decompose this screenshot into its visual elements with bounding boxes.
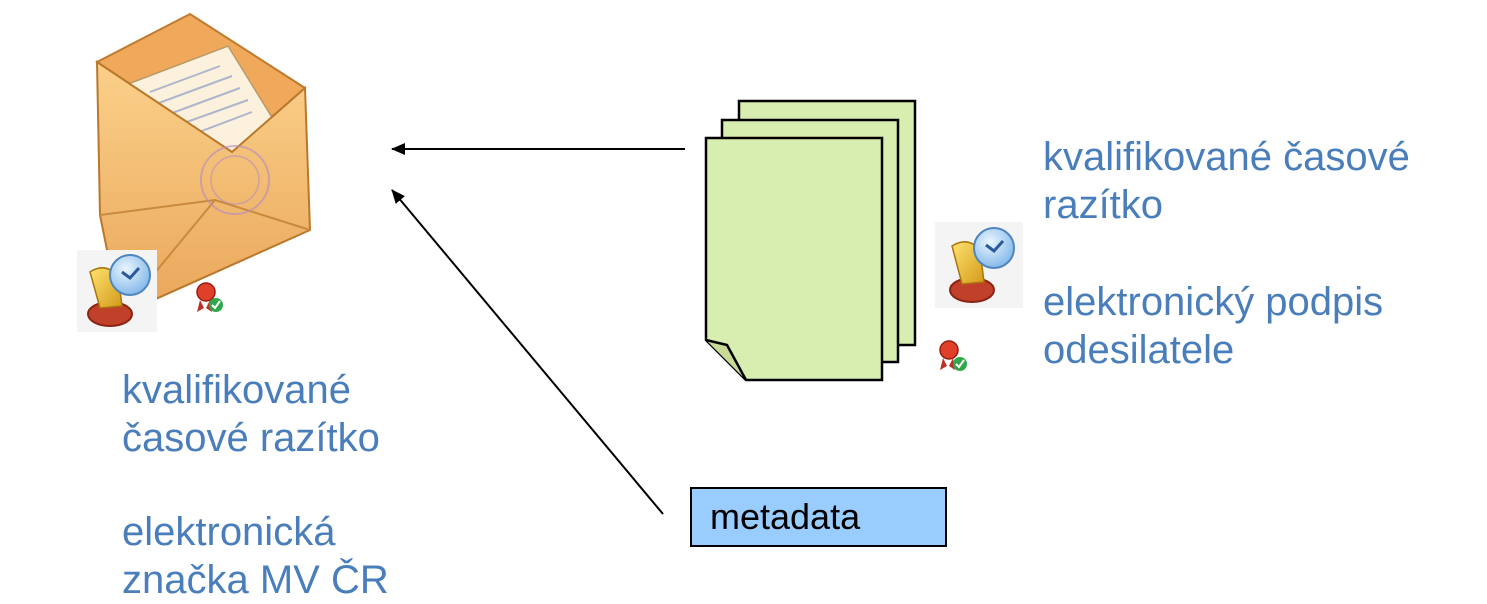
left-timestamp-line-2: časové razítko xyxy=(122,416,380,460)
left-mark-line-1: elektronická xyxy=(122,510,336,554)
right-signature-label: elektronický podpis odesilatele xyxy=(1043,278,1383,374)
left-electronic-mark-label: elektronická značka MV ČR xyxy=(122,508,389,604)
left-timestamp-line-1: kvalifikované xyxy=(122,368,352,412)
left-mark-line-2: značka MV ČR xyxy=(122,558,389,602)
timestamp-stamp-icon-left xyxy=(77,250,157,332)
document-stack-icon xyxy=(704,99,917,382)
right-timestamp-line-1: kvalifikované časové xyxy=(1043,135,1410,179)
right-timestamp-line-2: razítko xyxy=(1043,183,1164,227)
arrow-metadata-to-envelope xyxy=(391,189,664,515)
certificate-seal-icon-left xyxy=(196,282,223,312)
certificate-seal-icon-right xyxy=(939,340,967,371)
metadata-box: metadata xyxy=(690,487,947,547)
left-timestamp-label: kvalifikované časové razítko xyxy=(122,366,380,462)
timestamp-stamp-icon-right xyxy=(935,222,1023,308)
right-signature-line-1: elektronický podpis xyxy=(1043,280,1384,324)
right-signature-line-2: odesilatele xyxy=(1043,328,1235,372)
right-timestamp-label: kvalifikované časové razítko xyxy=(1043,133,1410,229)
